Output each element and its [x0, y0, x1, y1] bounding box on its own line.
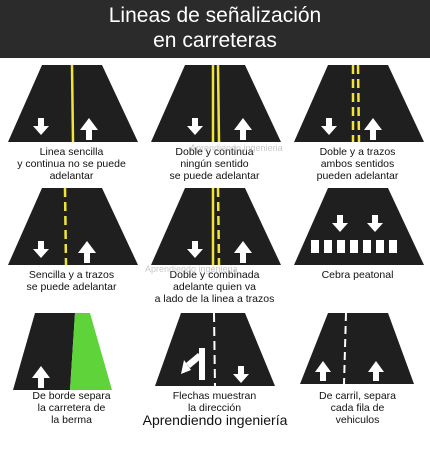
watermark: Aprendiendo ingenieria: [145, 264, 238, 274]
arrow-down-icon: [187, 241, 203, 258]
caption: Sencilla y a trazos se puede adelantar: [26, 269, 117, 293]
arrow-down-icon: [33, 241, 49, 258]
arrow-down-icon: [233, 366, 249, 383]
title-banner: Lineas de señalización en carreteras: [0, 0, 430, 58]
arrow-up-icon: [80, 118, 98, 140]
caption: Linea sencilla y continua no se puede ad…: [17, 146, 126, 182]
road-illustration: [8, 64, 138, 143]
arrow-up-icon: [78, 241, 96, 263]
zebra-stripes: [311, 240, 397, 253]
caption: Doble y continua ningún sentido se puede…: [169, 146, 260, 182]
arrow-up-icon: [32, 366, 50, 388]
turn-left-arrow-icon: [181, 348, 205, 380]
arrow-down-icon: [367, 215, 383, 232]
caption: De carril, separa cada fila de vehiculos: [318, 390, 397, 426]
arrow-down-icon: [33, 118, 49, 135]
arrow-up-icon: [315, 361, 331, 381]
road-illustration: [8, 187, 138, 266]
arrow-up-icon: [364, 118, 382, 140]
caption: De borde separa la carretera de la berma: [32, 390, 111, 426]
road-illustration: [300, 312, 414, 385]
arrow-up-icon: [234, 241, 252, 263]
road-illustration: [155, 312, 275, 387]
arrow-down-icon: [187, 118, 203, 135]
brand-footer: Aprendiendo ingeniería: [142, 412, 288, 428]
title-line-1: Lineas de señalización: [108, 4, 322, 27]
caption: Flechas muestran la dirección: [172, 390, 257, 414]
caption: Doble y a trazos ambos sentidos pueden a…: [316, 146, 399, 182]
arrow-up-icon: [368, 361, 384, 381]
arrow-up-icon: [234, 118, 252, 140]
caption: Cebra peatonal: [321, 269, 394, 281]
road-illustration: [151, 187, 281, 266]
road-illustration: [151, 64, 281, 143]
road-illustration: [13, 313, 112, 390]
arrow-down-icon: [332, 215, 348, 232]
watermark: Aprendiendo ingenieria: [190, 143, 283, 153]
arrow-down-icon: [321, 118, 337, 135]
title-line-2: en carreteras: [153, 29, 277, 52]
road-illustration: [294, 64, 424, 143]
caption: Doble y combinada adelante quien va a la…: [154, 269, 275, 305]
road-illustration: [294, 188, 424, 265]
